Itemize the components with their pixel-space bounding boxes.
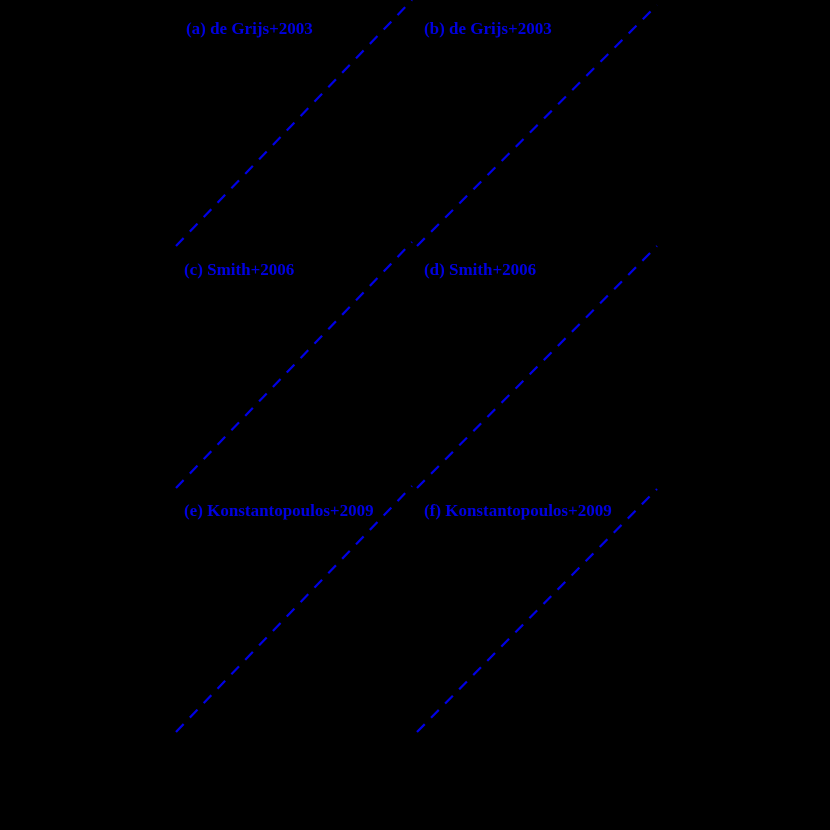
- panel-d[interactable]: [416, 245, 658, 489]
- panel-c-label: (c) Smith+2006: [184, 260, 295, 279]
- reference-line-d: [416, 245, 658, 489]
- panel-d-plot-area: [416, 245, 658, 489]
- panel-f-plot-area: [416, 488, 658, 733]
- panel-b[interactable]: [416, 4, 658, 247]
- panel-a-label: (a) de Grijs+2003: [186, 19, 313, 38]
- panel-f[interactable]: [416, 488, 658, 733]
- panel-e[interactable]: [175, 485, 413, 733]
- panel-b-plot-area: [416, 4, 658, 247]
- reference-line-b: [416, 4, 658, 247]
- reference-line-e: [175, 485, 413, 733]
- reference-line-f: [416, 488, 658, 733]
- panel-d-label: (d) Smith+2006: [424, 260, 537, 279]
- panel-e-label: (e) Konstantopoulos+2009: [184, 501, 374, 520]
- panel-b-label: (b) de Grijs+2003: [424, 19, 552, 38]
- panel-e-plot-area: [175, 485, 413, 733]
- panel-f-label: (f) Konstantopoulos+2009: [424, 501, 612, 520]
